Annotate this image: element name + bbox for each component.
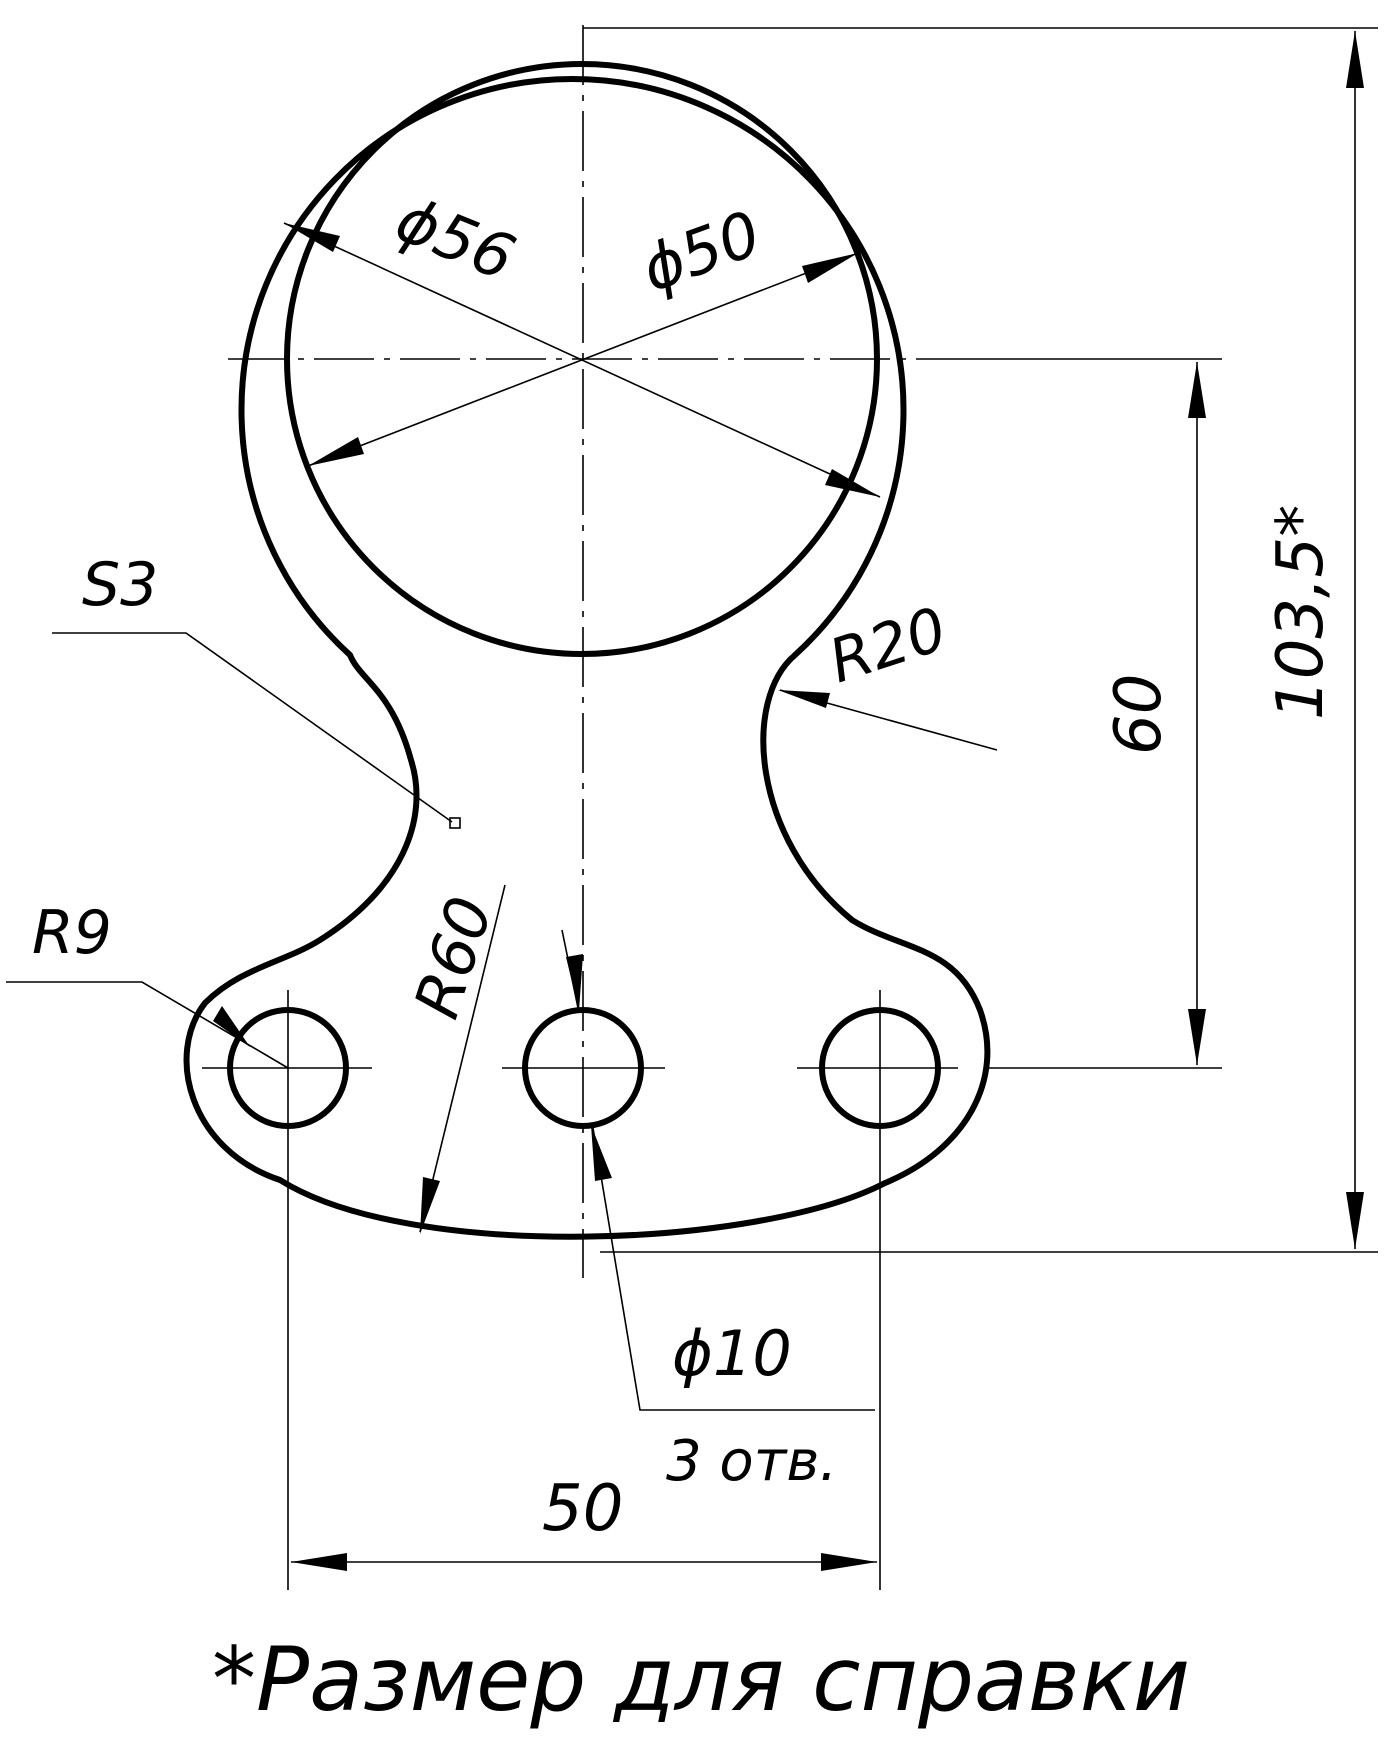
dim60-arrow-bottom — [1188, 1009, 1206, 1065]
dim50-arrow-left — [291, 1553, 347, 1571]
r60-arrow — [420, 1177, 440, 1234]
dim60-arrow-top — [1188, 362, 1206, 418]
hole-diameter-label: ϕ10 — [672, 1317, 792, 1390]
dia50-line — [307, 252, 859, 467]
dim50-arrow-right — [821, 1553, 877, 1571]
hole-leader: ϕ10 3 отв. — [561, 929, 875, 1494]
hole-count-label: 3 отв. — [666, 1429, 837, 1494]
r60-leader-line — [419, 884, 506, 1233]
reference-note: *Размер для справки — [212, 1628, 1190, 1731]
dim60-label: 60 — [1102, 674, 1176, 755]
r20-label: R20 — [821, 594, 955, 697]
bore-diameter-dims: ϕ56 ϕ50 — [283, 182, 881, 498]
dia56-label: ϕ56 — [386, 182, 524, 295]
dia50-arrow-bottom — [308, 437, 364, 466]
dim-60: 60 — [930, 358, 1222, 1069]
dim50-label: 50 — [542, 1472, 623, 1546]
dim103-arrow-bottom — [1346, 1192, 1364, 1249]
r20-leader: R20 — [778, 594, 998, 751]
r60-label: R60 — [400, 888, 507, 1027]
thickness-leader-line — [52, 632, 453, 823]
dim103-arrow-top — [1346, 31, 1364, 88]
thickness-leader: S3 — [52, 550, 461, 829]
dia56-arrow-bottom — [825, 469, 880, 497]
r9-label: R9 — [32, 898, 112, 968]
r60-leader: R60 — [400, 884, 507, 1234]
dia50-label: ϕ50 — [632, 197, 770, 307]
dim-103-5: 103,5* — [583, 27, 1378, 1253]
r20-arrow — [778, 690, 830, 708]
hole-arrow-top — [566, 954, 583, 1011]
thickness-label: S3 — [82, 550, 158, 620]
hole-leader-lower — [592, 1127, 875, 1411]
r9-leader: R9 — [6, 898, 289, 1069]
r9-arrow — [213, 1006, 250, 1047]
dia56-arrow-top — [284, 223, 340, 252]
dim-50: 50 — [287, 990, 881, 1590]
dim103-label: 103,5* — [1264, 505, 1338, 720]
thickness-leader-mark — [449, 817, 461, 829]
hole-arrow-bottom — [591, 1125, 612, 1181]
dia50-arrow-top — [802, 253, 858, 283]
